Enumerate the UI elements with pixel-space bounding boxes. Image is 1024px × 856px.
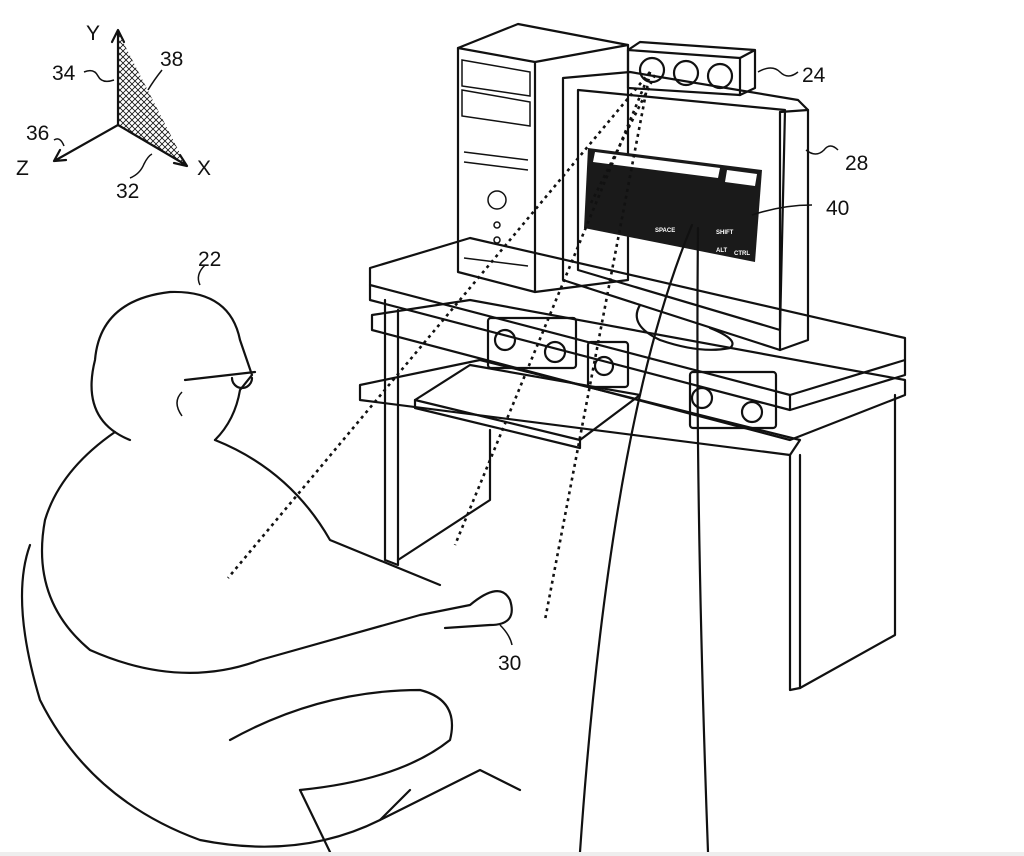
sensor-bar [626, 40, 757, 97]
ref-32: 32 [116, 180, 139, 203]
virtual-keyboard: SPACE SHIFT ALT CTRL [584, 148, 762, 262]
ref-24: 24 [802, 64, 826, 87]
key-space: SPACE [655, 228, 675, 234]
ref-34: 34 [52, 62, 76, 85]
ref-38: 38 [160, 48, 183, 71]
axis-label-z: Z [16, 157, 29, 180]
user-figure [20, 290, 522, 852]
axis-label-y: Y [86, 22, 100, 45]
ref-40: 40 [826, 197, 849, 220]
axis-label-x: X [197, 157, 211, 180]
key-alt: ALT [716, 248, 728, 254]
hatched-plane [118, 32, 186, 165]
ref-22: 22 [198, 248, 221, 271]
desk [358, 236, 907, 692]
coordinate-axes: Y X Z 34 38 36 32 [16, 22, 211, 203]
ref-28: 28 [845, 152, 868, 175]
key-ctrl: CTRL [734, 251, 750, 257]
sensing-rays [227, 71, 710, 852]
reference-labels: 24 28 40 22 30 [197, 64, 868, 675]
bottom-edge [0, 852, 1024, 856]
key-shift: SHIFT [716, 230, 734, 236]
ref-30: 30 [498, 652, 521, 675]
ref-36: 36 [26, 122, 49, 145]
computer-tower [456, 22, 630, 294]
